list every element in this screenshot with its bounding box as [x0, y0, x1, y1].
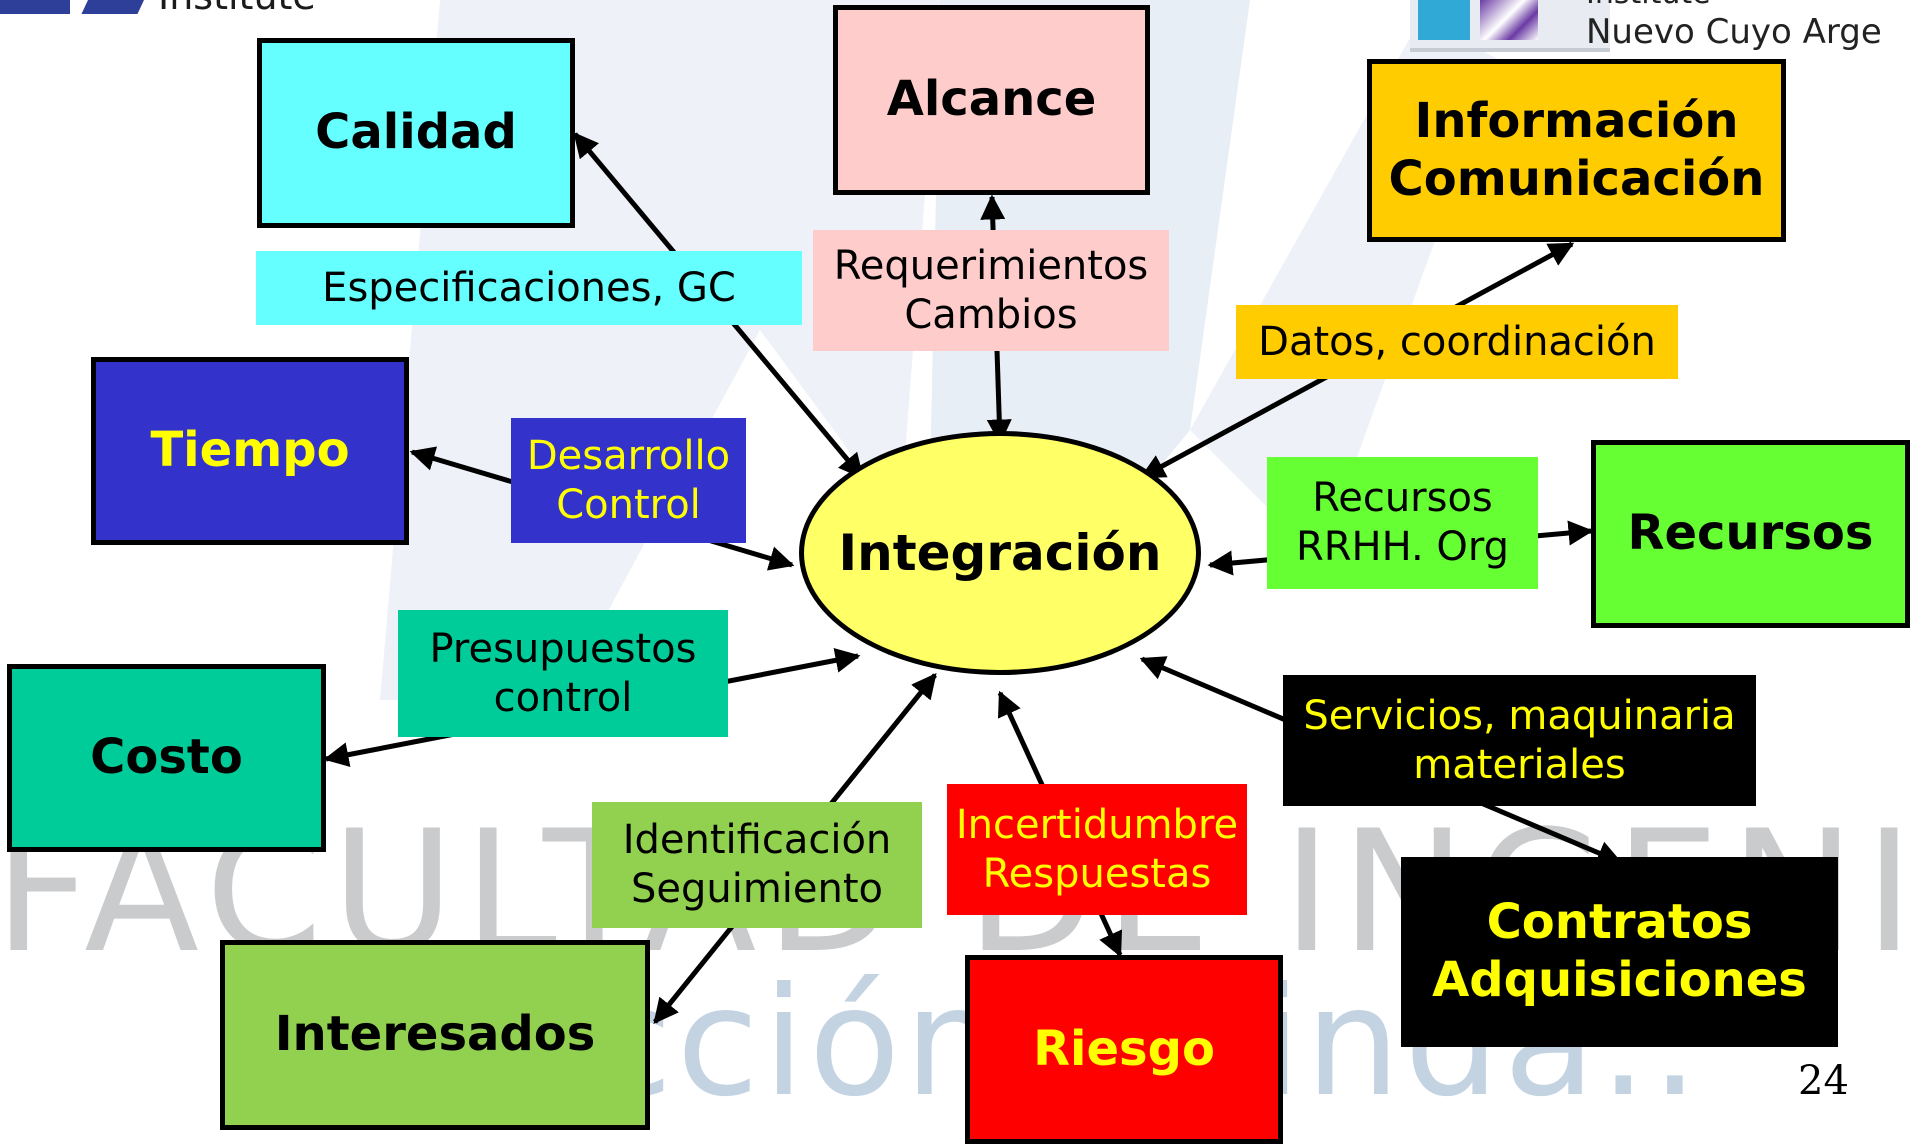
node-tiempo: Tiempo	[91, 357, 409, 545]
link-label-text: Especificaciones, GC	[322, 264, 736, 311]
pmi-logo-mark	[0, 0, 70, 14]
node-recursos: Recursos	[1591, 440, 1910, 628]
link-label-line: materiales	[1413, 741, 1626, 788]
link-label-interesados: Identificación Seguimiento	[592, 802, 922, 928]
link-label-line: Respuestas	[982, 850, 1212, 897]
pmi-logo-mark	[1418, 0, 1470, 40]
node-label: Interesados	[274, 1006, 596, 1063]
link-label-text: Datos, coordinación	[1258, 318, 1656, 365]
node-label: Riesgo	[1033, 1020, 1215, 1077]
link-label-line: Identificación	[622, 817, 892, 864]
node-informacion: Información Comunicación	[1367, 59, 1786, 242]
pmi-logo-text: Institute	[158, 0, 316, 16]
link-label-line: Servicios, maquinaria	[1303, 692, 1736, 739]
link-label-contratos: Servicios, maquinaria materiales	[1283, 675, 1756, 806]
logo-chapter-text: Nuevo Cuyo Arge	[1586, 12, 1882, 52]
link-label-calidad: Especificaciones, GC	[256, 251, 802, 325]
link-label-line: Desarrollo	[526, 432, 731, 479]
node-riesgo: Riesgo	[965, 955, 1283, 1144]
logo-institute-text: Institute	[1586, 0, 1711, 11]
link-label-line: Cambios	[904, 291, 1078, 338]
link-label-tiempo: Desarrollo Control	[511, 418, 746, 543]
node-label: Integración	[838, 524, 1162, 582]
pmi-chapter-logo: Institute Nuevo Cuyo Arge	[1410, 0, 1910, 56]
link-label-costo: Presupuestos control	[398, 610, 728, 737]
link-label-line: Control	[556, 481, 701, 528]
link-label-line: Seguimiento	[630, 866, 884, 912]
page-number: 24	[1798, 1058, 1849, 1104]
node-label-line: Comunicación	[1388, 150, 1765, 207]
link-label-line: Incertidumbre	[955, 801, 1239, 848]
node-alcance: Alcance	[833, 5, 1150, 195]
node-label-line: Adquisiciones	[1432, 952, 1807, 1008]
andes-logo-mark	[1480, 0, 1538, 40]
node-label-line: Contratos	[1486, 894, 1753, 951]
link-label-line: Recursos	[1312, 475, 1493, 522]
link-label-riesgo: Incertidumbre Respuestas	[947, 784, 1247, 915]
node-label: Recursos	[1627, 505, 1874, 562]
pmi-logo-left: Institute	[0, 0, 400, 16]
node-label: Tiempo	[150, 422, 350, 479]
link-label-line: Requerimientos	[833, 242, 1149, 289]
link-label-alcance: Requerimientos Cambios	[813, 230, 1169, 351]
node-costo: Costo	[7, 664, 326, 852]
link-label-line: Presupuestos	[429, 625, 697, 672]
node-label-line: Información	[1414, 92, 1739, 149]
link-label-informacion: Datos, coordinación	[1236, 305, 1678, 379]
node-label: Costo	[90, 729, 243, 786]
node-interesados: Interesados	[220, 940, 650, 1130]
node-calidad: Calidad	[257, 38, 575, 228]
node-integracion: Integración	[799, 431, 1201, 675]
node-label: Calidad	[315, 104, 517, 161]
node-label: Alcance	[886, 71, 1097, 128]
link-label-line: control	[493, 674, 633, 721]
node-contratos: Contratos Adquisiciones	[1401, 857, 1838, 1047]
link-label-line: RRHH. Org	[1295, 524, 1510, 570]
link-label-recursos: Recursos RRHH. Org	[1267, 457, 1538, 589]
